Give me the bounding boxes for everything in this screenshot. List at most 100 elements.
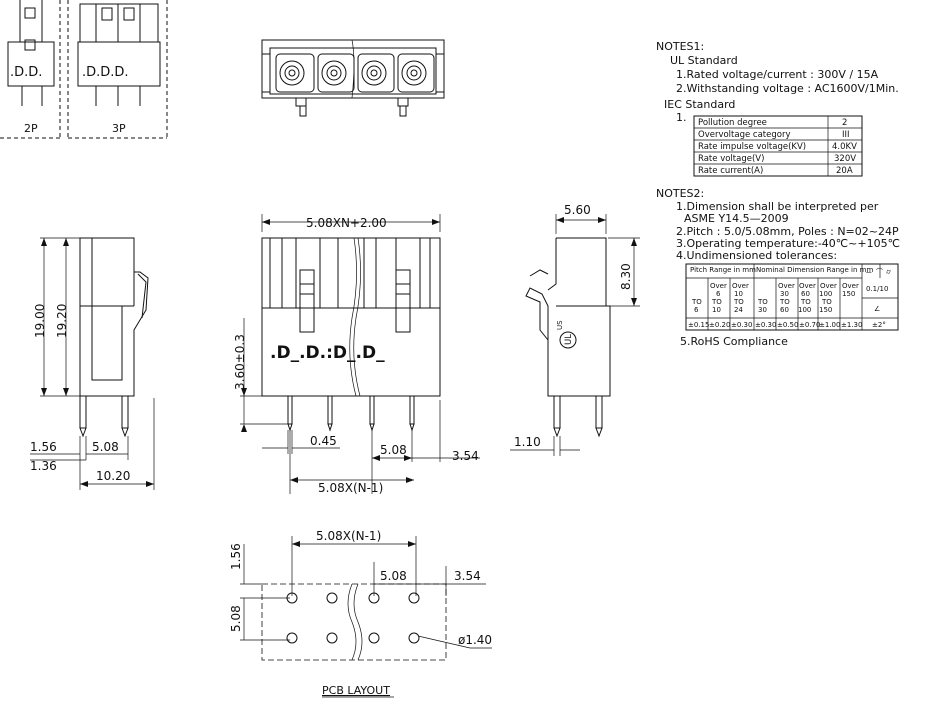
svg-text:Over: Over (778, 282, 795, 290)
left-width-dim: 10.20 (96, 469, 130, 483)
notes2-line-2: ASME Y14.5—2009 (684, 212, 789, 225)
front-view: 5.08XN+2.00 .D_.D.:D_.D_ (233, 214, 480, 495)
top-view-screw-4 (397, 53, 435, 93)
front-height-dim: 3.60±0.3 (233, 334, 247, 390)
tol-profile-symbol: ⌒ (876, 268, 883, 276)
notes1-title: NOTES1: (656, 40, 704, 53)
iec-row-4-label: Rate voltage(V) (698, 154, 764, 164)
svg-text:TO: TO (733, 298, 744, 306)
svg-text:±0.20: ±0.20 (709, 321, 730, 329)
svg-text:30: 30 (758, 306, 767, 314)
svg-text:6: 6 (694, 306, 699, 314)
svg-text:150: 150 (842, 290, 855, 298)
svg-text:±1.00: ±1.00 (819, 321, 840, 329)
ul-standard-title: UL Standard (670, 54, 738, 67)
svg-text:TO: TO (691, 298, 702, 306)
mini-2p-label: 2P (24, 122, 38, 135)
ul-line-2: 2.Withstanding voltage : AC1600V/1Min. (676, 82, 899, 95)
top-view-screw-3 (357, 53, 395, 93)
front-span-dim: 5.08X(N-1) (318, 481, 383, 495)
rohs-line: 5.RoHS Compliance (680, 335, 788, 348)
right-h-dim: 8.30 (619, 263, 633, 290)
svg-text:Over: Over (842, 282, 859, 290)
iec-row-5-value: 20A (836, 166, 853, 176)
svg-text:100: 100 (819, 290, 832, 298)
left-h1-dim: 19.00 (33, 304, 47, 338)
mini-3p-label: 3P (112, 122, 126, 135)
left-h2-dim: 19.20 (55, 304, 69, 338)
notes2-line-5: 4.Undimensioned tolerances: (676, 249, 837, 262)
tolerance-table: Pitch Range in mm Nominal Dimension Rang… (685, 263, 899, 331)
front-pin-dim: 0.45 (310, 434, 337, 448)
iec-table: Pollution degree 2 Overvoltage category … (693, 115, 863, 177)
right-top-dim: 5.60 (564, 203, 591, 217)
left-side-view: 19.00 19.20 1.56 1.36 5.08 10.20 (30, 237, 155, 490)
ul-line-1: 1.Rated voltage/current : 300V / 15A (676, 68, 879, 81)
front-view-pins (287, 395, 415, 432)
ul-mark-icon: UL US (556, 320, 577, 349)
iec-row-3-label: Rate impulse voltage(KV) (698, 142, 806, 152)
svg-text:TO: TO (711, 298, 722, 306)
left-b-dim: 1.36 (30, 459, 57, 473)
svg-text:10: 10 (712, 306, 721, 314)
tol-angle: ±2° (872, 321, 886, 329)
iec-row-1-label: Pollution degree (698, 118, 767, 128)
front-width-dim: 5.08XN+2.00 (306, 216, 387, 230)
iec-row-2-value: III (842, 130, 850, 140)
svg-text:±0.15: ±0.15 (688, 321, 709, 329)
svg-text:.D.D.: .D.D. (10, 65, 42, 80)
svg-text:6: 6 (716, 290, 721, 298)
left-pitch-dim: 5.08 (92, 440, 119, 454)
svg-text:24: 24 (734, 306, 743, 314)
iec-index: 1. (676, 111, 687, 124)
svg-text:TO: TO (757, 298, 768, 306)
iec-row-1-value: 2 (842, 118, 847, 128)
svg-text:Over: Over (732, 282, 749, 290)
pcb-title: PCB LAYOUT (322, 684, 390, 697)
notes2: NOTES2: 1.Dimension shall be interpreted… (656, 187, 900, 348)
top-view (261, 39, 445, 117)
mini-views: .D.D. 2P .D.D.D. 3P (0, 0, 168, 139)
tol-angle-symbol: ∠ (874, 305, 880, 313)
tol-flat: 0.1/10 (866, 285, 888, 293)
svg-text:.D.D.D.: .D.D.D. (82, 65, 129, 80)
front-edge-dim: 3.54 (452, 449, 479, 463)
svg-text:150: 150 (819, 306, 832, 314)
top-view-screw-1 (275, 53, 315, 93)
pcb-hole-dim: ø1.40 (458, 633, 492, 647)
svg-text:TO: TO (800, 298, 811, 306)
left-a-dim: 1.56 (30, 440, 57, 454)
svg-text:60: 60 (780, 306, 789, 314)
svg-text:UL: UL (564, 334, 574, 345)
svg-text:±0.30: ±0.30 (755, 321, 776, 329)
mini-2p-connector: .D.D. 2P (7, 0, 55, 135)
pcb-pitch-v-dim: 5.08 (229, 605, 243, 632)
tol-head-pitch: Pitch Range in mm (690, 266, 756, 274)
notes2-line-3: 2.Pitch : 5.0/5.08mm, Poles : N=02~24P (676, 225, 899, 238)
svg-text:±1.30: ±1.30 (841, 321, 862, 329)
pcb-layout: 5.08X(N-1) 5.08 3.54 1.56 5.08 ø1.40 PCB… (229, 529, 492, 698)
svg-text:±0.70: ±0.70 (799, 321, 820, 329)
pcb-edge-dim: 3.54 (454, 569, 481, 583)
svg-text:±0.30: ±0.30 (731, 321, 752, 329)
pcb-pitch-h-dim: 5.08 (380, 569, 407, 583)
tol-cyl-symbol: ⌭ (886, 268, 891, 276)
ul-mark-label: US (556, 320, 564, 330)
notes2-line-4: 3.Operating temperature:-40℃~+105℃ (676, 237, 900, 250)
notes2-line-1: 1.Dimension shall be interpreted per (676, 200, 879, 213)
iec-row-4-value: 320V (834, 154, 856, 164)
notes2-title: NOTES2: (656, 187, 704, 200)
tol-flat-symbol: ⏤ (866, 268, 872, 276)
svg-text:TO: TO (821, 298, 832, 306)
svg-text:30: 30 (780, 290, 789, 298)
pcb-top-dim: 1.56 (229, 543, 243, 570)
svg-text:Over: Over (799, 282, 816, 290)
pcb-holes (286, 592, 420, 644)
iec-row-5-label: Rate current(A) (698, 166, 763, 176)
svg-text:100: 100 (798, 306, 811, 314)
svg-text:Over: Over (710, 282, 727, 290)
svg-text:60: 60 (801, 290, 810, 298)
right-pin-dim: 1.10 (514, 435, 541, 449)
mini-3p-connector: .D.D.D. 3P (77, 3, 161, 135)
